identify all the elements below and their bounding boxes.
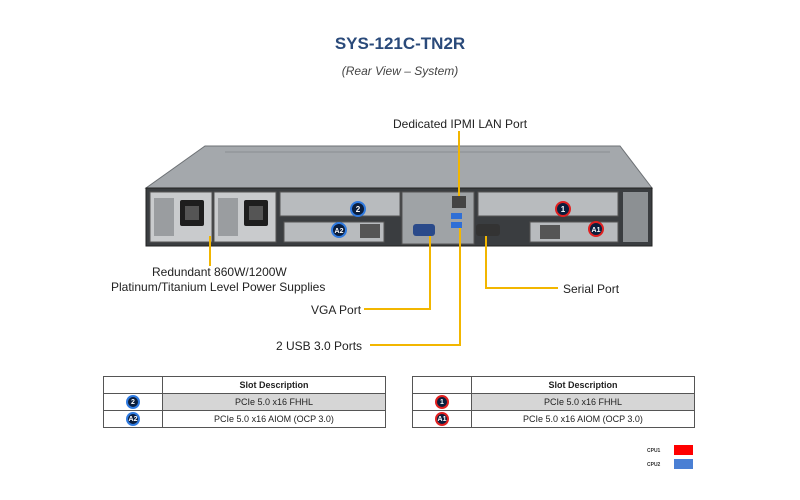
table-header: Slot Description (471, 376, 695, 394)
slot-description: PCIe 5.0 x16 AIOM (OCP 3.0) (471, 410, 695, 428)
table-row: 1 PCIe 5.0 x16 FHHL (412, 393, 695, 411)
chassis-badge-1: 1 (555, 201, 571, 217)
pcie-slot-1 (477, 191, 619, 217)
callout-leader-lines (209, 131, 558, 346)
chassis-badge-a2: A2 (331, 222, 347, 238)
chassis-badge-a1: A1 (588, 221, 604, 237)
slot-badge-icon: A2 (126, 412, 140, 426)
table-row: A1 PCIe 5.0 x16 AIOM (OCP 3.0) (412, 410, 695, 428)
page-title: SYS-121C-TN2R (334, 34, 466, 53)
power-supply-right (213, 191, 277, 243)
chassis-badge-2: 2 (350, 201, 366, 217)
legend-cpu1-swatch (674, 445, 693, 455)
svg-text:1: 1 (561, 205, 566, 214)
page-subtitle: (Rear View – System) (341, 64, 459, 78)
callout-ipmi-lan: Dedicated IPMI LAN Port (393, 117, 528, 131)
slot-table-cpu1: Slot Description 1 PCIe 5.0 x16 FHHL A1 … (412, 376, 695, 428)
slot-badge-icon: A1 (435, 412, 449, 426)
svg-text:2: 2 (356, 205, 361, 214)
slot-badge-icon: 2 (126, 395, 140, 409)
table-header: Slot Description (162, 376, 386, 394)
leader-vga (364, 236, 431, 310)
callout-psu-line1: Redundant 860W/1200W (152, 265, 287, 279)
ipmi-lan-port (452, 196, 466, 208)
vga-port (413, 224, 435, 236)
legend-cpu2-label: CPU2 (647, 462, 661, 468)
callout-psu-line2: Platinum/Titanium Level Power Supplies (111, 280, 326, 294)
callout-vga: VGA Port (311, 303, 362, 317)
table-header-icon-cell (412, 376, 472, 394)
legend-cpu2-swatch (674, 459, 693, 469)
table-row: A2 PCIe 5.0 x16 AIOM (OCP 3.0) (103, 410, 386, 428)
slot-description: PCIe 5.0 x16 AIOM (OCP 3.0) (162, 410, 386, 428)
callout-serial: Serial Port (563, 282, 620, 296)
usb-port-2 (451, 222, 462, 228)
usb-port-1 (451, 213, 462, 219)
leader-serial (485, 236, 558, 289)
pcie-slot-2 (279, 191, 401, 217)
svg-text:A2: A2 (335, 228, 344, 235)
table-header-icon-cell (103, 376, 163, 394)
slot-description: PCIe 5.0 x16 FHHL (162, 393, 386, 411)
serial-port (476, 224, 500, 236)
leader-usb (370, 228, 461, 346)
power-supply-left (149, 191, 213, 243)
table-row: 2 PCIe 5.0 x16 FHHL (103, 393, 386, 411)
slot-description: PCIe 5.0 x16 FHHL (471, 393, 695, 411)
legend-cpu1-label: CPU1 (647, 448, 661, 454)
svg-text:A1: A1 (592, 227, 601, 234)
callout-usb: 2 USB 3.0 Ports (276, 339, 363, 353)
slot-badge-icon: 1 (435, 395, 449, 409)
slot-table-cpu2: Slot Description 2 PCIe 5.0 x16 FHHL A2 … (103, 376, 386, 428)
